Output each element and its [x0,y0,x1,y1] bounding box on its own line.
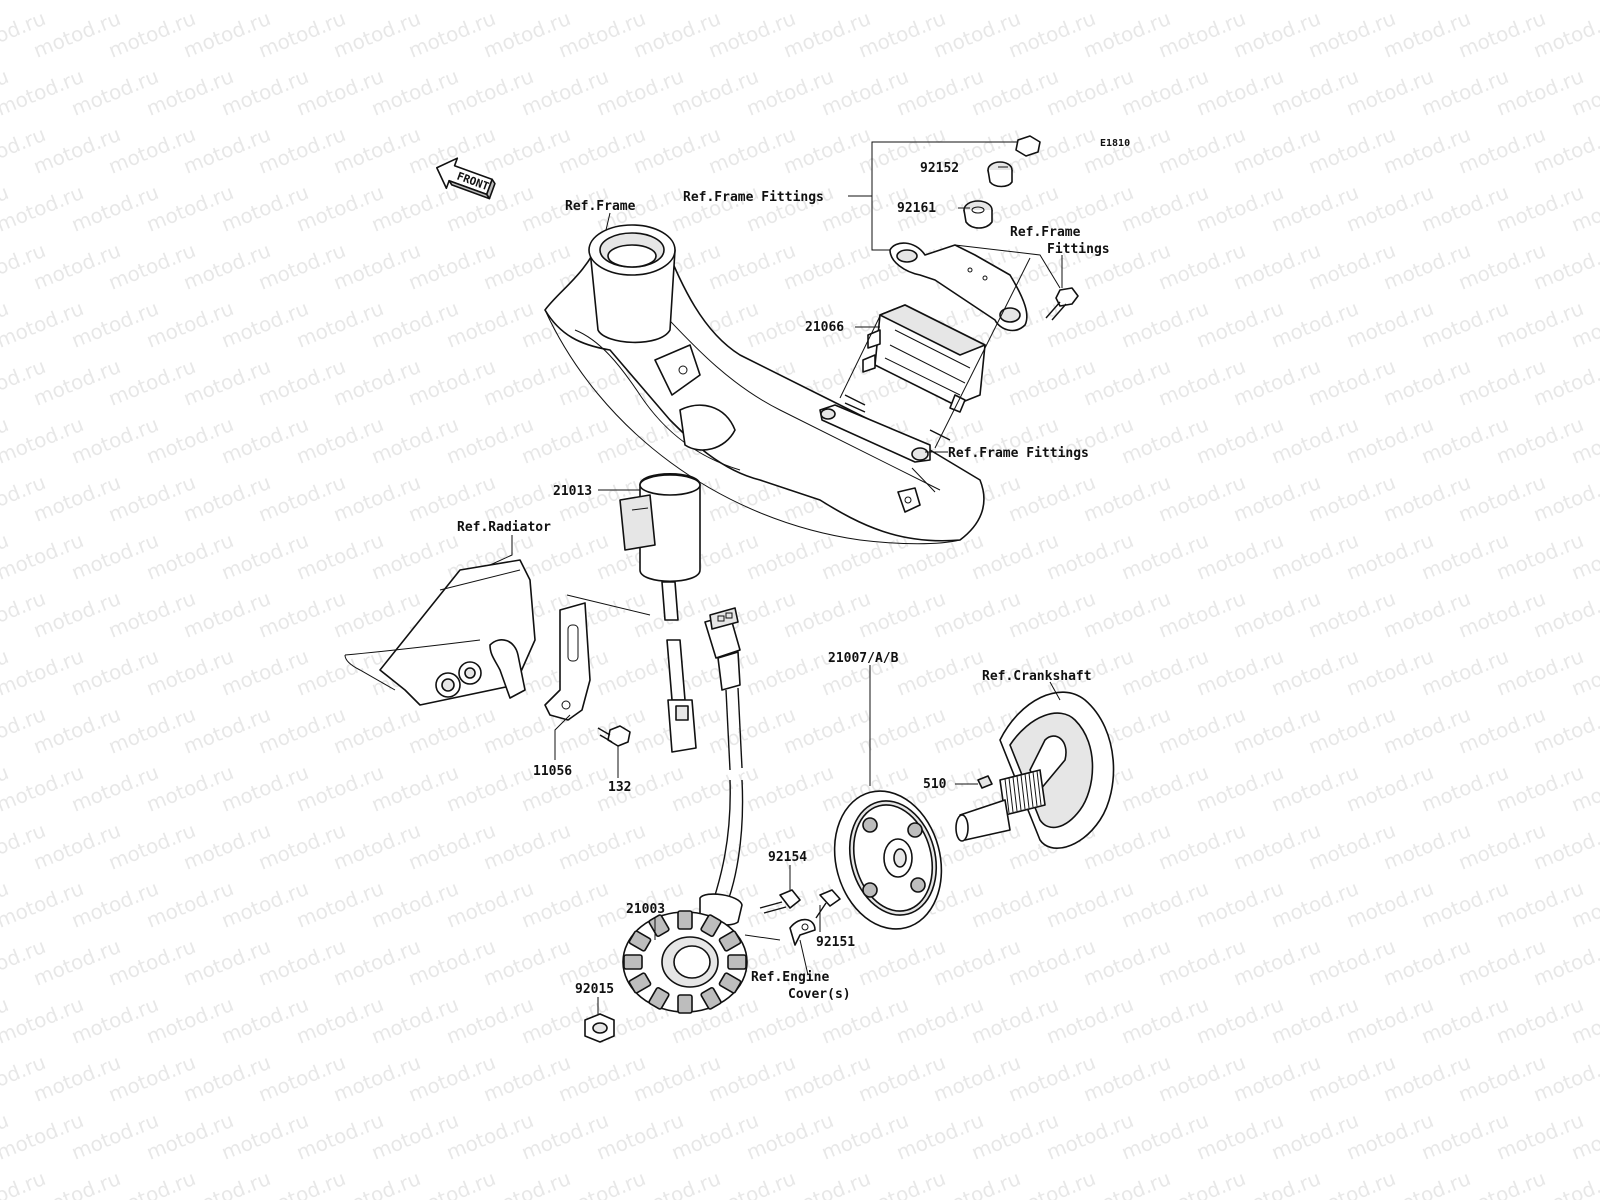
gear-tooth [1004,778,1010,814]
bolt-132 [597,725,631,747]
radiator [344,559,536,706]
callout-labels: Ref.Frame Ref.Frame Fittings 92152 92161… [457,161,1110,1002]
watermark-text: motod.ru [743,0,837,5]
label-ref-crankshaft: Ref.Crankshaft [982,669,1092,684]
crankshaft [955,691,1115,849]
gear-tooth [1036,770,1042,806]
label-ref-engine-cover-2: Cover(s) [788,987,851,1002]
watermark-text: motod.ru [1493,0,1587,5]
gear-tooth [1012,776,1018,812]
watermark-text: motod.ru [443,0,537,5]
stator-coil [648,987,670,1010]
watermark-text: motod.ru [968,0,1062,5]
grommet-92161 [963,200,993,229]
label-ref-frame: Ref.Frame [565,199,636,214]
watermark-text: motod.ru [0,0,87,5]
label-ref-radiator: Ref.Radiator [457,520,551,535]
watermark-text: motod.ru [668,0,762,5]
gear-tooth [1020,774,1026,810]
watermark-text: motod.ru [1043,0,1137,5]
frame [544,224,985,545]
label-21007: 21007/A/B [828,651,899,666]
label-ref-frame-fittings-mid: Ref.Frame Fittings [948,446,1089,461]
gear-tooth [1016,775,1022,811]
watermark-text: motod.ru [68,0,162,5]
watermark-text: motod.ru [293,0,387,5]
gear-tooth [1008,777,1014,813]
label-ref-engine-cover-1: Ref.Engine [751,970,829,985]
bolt-frame-fitting [1045,287,1079,321]
label-92015: 92015 [575,982,614,997]
front-arrow: FRONT [436,157,496,200]
key-510 [977,775,993,789]
stator-21003 [622,910,748,1014]
watermark-text: motod.ru [218,0,312,5]
stator-coil [677,910,693,930]
watermark-text: motod.ru [1193,0,1287,5]
stator-coil [718,972,742,994]
watermark-text: motod.ru [818,0,912,5]
watermark-text: motod.ru [1418,0,1512,5]
coil-21013 [619,472,701,753]
label-92152: 92152 [920,161,959,176]
label-92161: 92161 [897,201,936,216]
regulator-21066 [819,242,1028,463]
label-21013: 21013 [553,484,592,499]
watermark-text: motod.ru [518,0,612,5]
watermark-text: motod.ru [143,0,237,5]
watermark-text: motod.ru [893,0,987,5]
label-92151: 92151 [816,935,855,950]
grommet-92152 [987,135,1041,188]
label-ref-frame-right-2: Fittings [1047,242,1110,257]
stator-coil [628,972,652,994]
diagram-code: E1810 [1100,138,1130,149]
watermark-text: motod.ru [1268,0,1362,5]
label-11056: 11056 [533,764,572,779]
stator-coil [677,994,693,1014]
label-510: 510 [923,777,947,792]
clamp-92151 [789,889,841,946]
bolt-92154 [759,889,801,914]
stator-coil [623,954,643,970]
rotor-21007 [833,790,943,930]
label-21066: 21066 [805,320,844,335]
gear-tooth [1032,771,1038,807]
watermark-text: motod.ru [1118,0,1212,5]
nut-92015 [584,1013,615,1043]
watermark-text: motod.ru [593,0,687,5]
stator-coil [700,914,722,937]
stator-coil [648,914,670,937]
stator-coil [628,930,652,952]
label-132: 132 [608,780,631,795]
gear-tooth [1028,772,1034,808]
leader-lines [489,141,1063,1014]
label-ref-frame-right-1: Ref.Frame [1010,225,1081,240]
label-21003: 21003 [626,902,665,917]
watermark-text: motod.ru [1343,0,1437,5]
bracket-11056 [544,602,591,721]
gear-tooth [1024,773,1030,809]
stator-coil [700,987,722,1010]
label-ref-frame-fittings-top: Ref.Frame Fittings [683,190,824,205]
stator-coil [718,930,742,952]
stator-coil [727,954,747,970]
watermark-text: motod.ru [1568,0,1600,5]
label-92154: 92154 [768,850,807,865]
watermark-text: motod.ru [368,0,462,5]
